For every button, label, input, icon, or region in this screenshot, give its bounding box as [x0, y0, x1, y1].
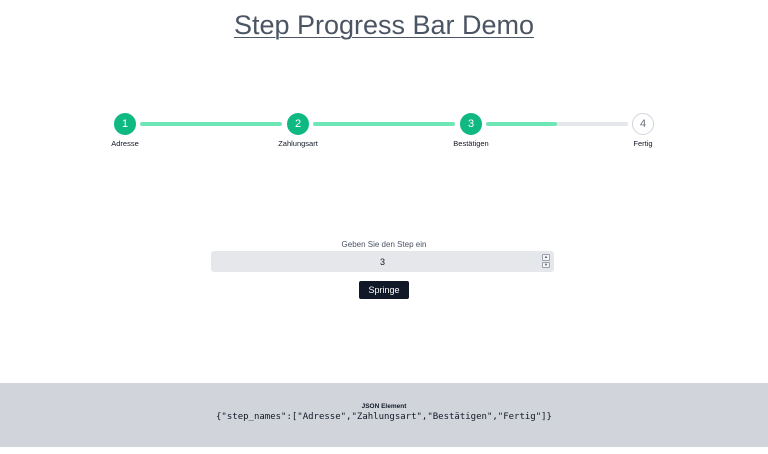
- step-label-3: Bestätigen: [453, 139, 489, 148]
- progress-fill-3: [486, 122, 557, 126]
- step-label-4: Fertig: [633, 139, 653, 148]
- step-circle-2: 2: [287, 113, 309, 135]
- step-input-value[interactable]: 3: [379, 256, 385, 267]
- step-circle-4: 4: [632, 113, 654, 135]
- footer-json-text: {"step_names":["Adresse","Zahlungsart","…: [216, 412, 552, 422]
- jump-button[interactable]: Springe: [359, 281, 409, 299]
- progress-track-1: [140, 122, 282, 126]
- step-label-2: Zahlungsart: [278, 139, 318, 148]
- step-progress-bar: 1 2 3 4 Adresse Zahlungsart Bestätigen F…: [0, 0, 768, 160]
- spin-up-icon[interactable]: ▲: [542, 254, 550, 261]
- number-spinner[interactable]: ▲ ▼: [542, 254, 550, 268]
- spin-down-icon[interactable]: ▼: [542, 261, 550, 268]
- footer-title: JSON Element: [361, 403, 407, 410]
- progress-track-3: [486, 122, 628, 126]
- progress-fill-2: [313, 122, 455, 126]
- step-circle-1: 1: [114, 113, 136, 135]
- step-label-1: Adresse: [111, 139, 139, 148]
- step-circle-3: 3: [460, 113, 482, 135]
- step-input-label: Geben Sie den Step ein: [341, 240, 427, 249]
- step-number-input[interactable]: 3 ▲ ▼: [211, 251, 554, 272]
- progress-track-2: [313, 122, 455, 126]
- json-footer: JSON Element {"step_names":["Adresse","Z…: [0, 383, 768, 447]
- page-title: Step Progress Bar Demo: [233, 10, 535, 40]
- progress-fill-1: [140, 122, 282, 126]
